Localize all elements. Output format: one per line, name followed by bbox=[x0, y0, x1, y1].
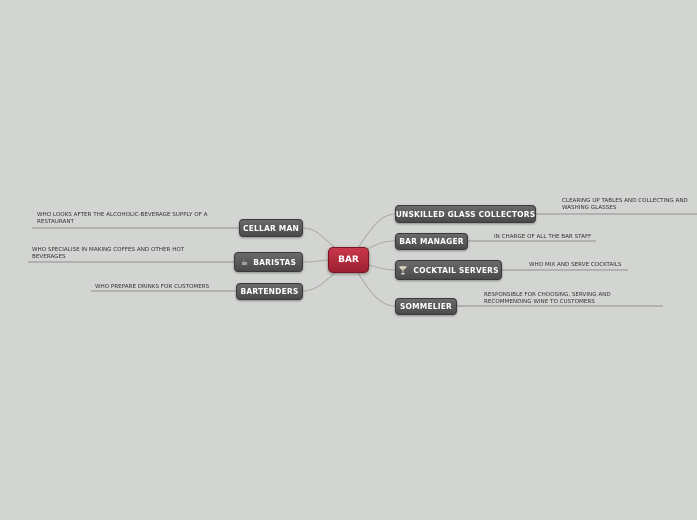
node-cocktail-servers[interactable]: 🍸 COCKTAIL SERVERS bbox=[395, 260, 502, 280]
node-bar-manager[interactable]: BAR MANAGER bbox=[395, 233, 468, 250]
node-bartenders[interactable]: BARTENDERS bbox=[236, 283, 303, 300]
node-label: BAR MANAGER bbox=[399, 237, 464, 246]
note-bartenders: WHO PREPARE DRINKS FOR CUSTOMERS bbox=[95, 284, 210, 290]
note-unskilled-glass-collectors: CLEARING UP TABLES AND COLLECTING AND WA… bbox=[562, 198, 688, 211]
node-label: SOMMELIER bbox=[399, 302, 453, 311]
note-cocktail-servers: WHO MIX AND SERVE COCKTAILS bbox=[529, 262, 622, 268]
node-label: BARTENDERS bbox=[240, 287, 299, 296]
central-topic-bar[interactable]: BAR bbox=[328, 247, 369, 273]
node-cellar-man[interactable]: CELLAR MAN bbox=[239, 219, 303, 237]
node-unskilled-glass-collectors[interactable]: UNSKILLED GLASS COLLECTORS bbox=[395, 205, 536, 223]
node-label: CELLAR MAN bbox=[243, 223, 299, 233]
coffee-cup-icon: ☕ bbox=[240, 257, 249, 267]
note-cellar-man: WHO LOOKS AFTER THE ALCOHOLIC-BEVERAGE S… bbox=[37, 212, 208, 225]
node-sommelier[interactable]: SOMMELIER bbox=[395, 298, 457, 315]
node-label: COCKTAIL SERVERS bbox=[413, 265, 499, 275]
central-topic-label: BAR bbox=[338, 255, 359, 265]
note-baristas: WHO SPECIALISE IN MAKING COFFES AND OTHE… bbox=[32, 247, 185, 260]
cocktail-glass-icon: 🍸 bbox=[398, 265, 409, 275]
node-label: UNSKILLED GLASS COLLECTORS bbox=[395, 209, 536, 219]
note-sommelier: RESPONSIBLE FOR CHOOSING, SERVING AND RE… bbox=[484, 292, 611, 305]
note-bar-manager: IN CHARGE OF ALL THE BAR STAFF bbox=[494, 234, 592, 240]
node-baristas[interactable]: ☕ BARISTAS bbox=[234, 252, 303, 272]
node-label: BARISTAS bbox=[253, 257, 297, 267]
